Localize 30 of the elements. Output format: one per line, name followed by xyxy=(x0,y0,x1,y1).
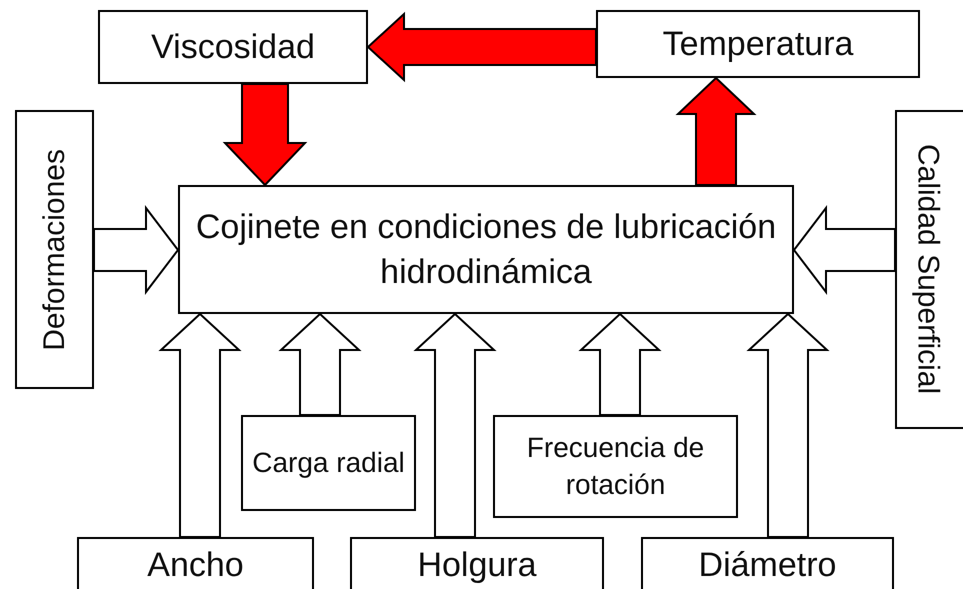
box-label: Cojinete en condiciones de lubricación hidrodinámica xyxy=(194,207,778,292)
process-box xyxy=(15,110,94,389)
process-box xyxy=(241,415,416,511)
block-arrow xyxy=(278,312,362,416)
process-box xyxy=(98,10,368,84)
process-box xyxy=(641,537,894,589)
box-label: Calidad Superficial xyxy=(910,144,946,395)
box-label: Frecuencia de rotación xyxy=(526,431,706,502)
block-arrow xyxy=(792,205,896,295)
process-box xyxy=(493,415,738,518)
box-label: Holgura xyxy=(417,544,537,586)
box-label: Ancho xyxy=(147,544,244,586)
box-label: Viscosidad xyxy=(151,26,315,68)
block-arrow xyxy=(366,12,597,82)
box-label: Deformaciones xyxy=(37,148,72,350)
block-arrow xyxy=(578,312,662,416)
block-arrow xyxy=(413,312,497,538)
process-box xyxy=(178,185,794,314)
block-arrow xyxy=(222,83,308,186)
box-label: Temperatura xyxy=(662,24,854,65)
process-box xyxy=(596,10,920,78)
box-label: Diámetro xyxy=(698,544,836,586)
block-arrow xyxy=(93,205,180,295)
block-arrow xyxy=(746,312,830,538)
block-arrow xyxy=(158,312,242,538)
block-arrow xyxy=(676,76,756,186)
process-box xyxy=(77,537,314,589)
process-box xyxy=(350,537,604,589)
process-box xyxy=(895,110,963,429)
box-label: Carga radial xyxy=(252,446,405,480)
